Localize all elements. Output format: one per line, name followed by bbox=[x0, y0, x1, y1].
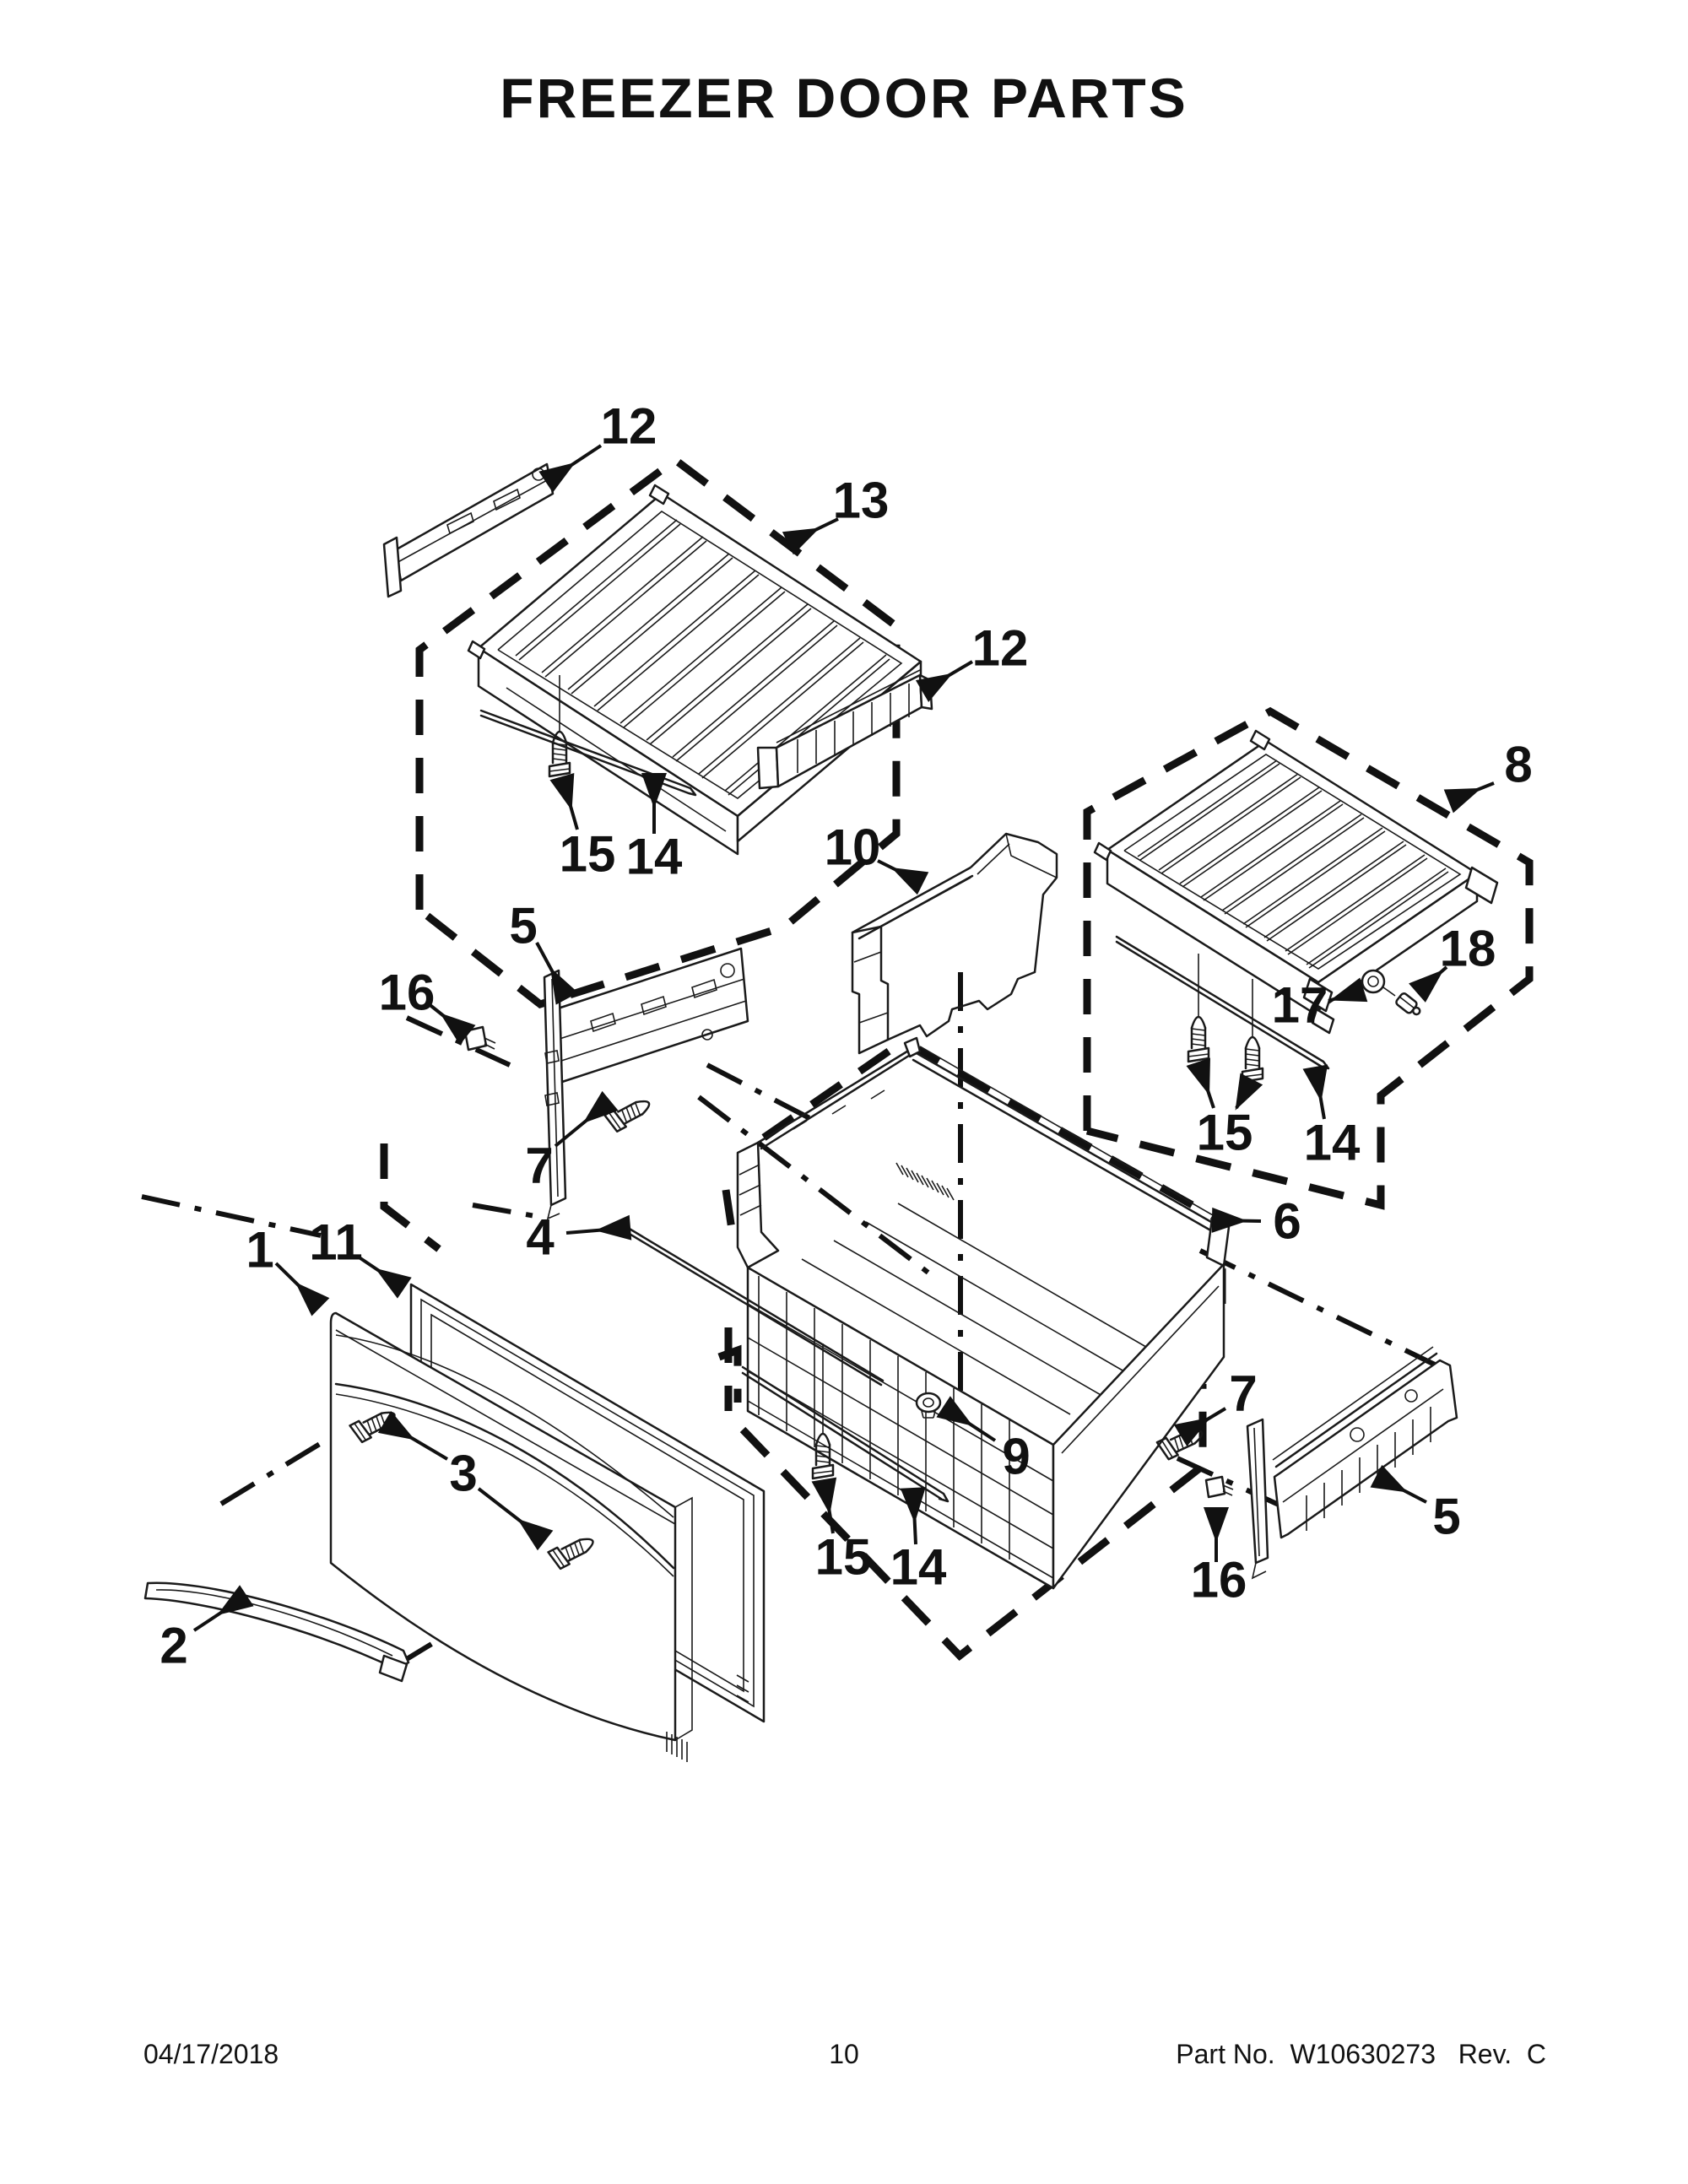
callout-3: 3 bbox=[449, 1446, 477, 1502]
callout-12-right-arrow bbox=[915, 660, 974, 702]
part-6-basket bbox=[736, 1036, 1231, 1590]
callout-14-bottom-arrow bbox=[900, 1487, 926, 1545]
callout-5-right-arrow bbox=[1370, 1464, 1427, 1504]
axis-screw7b bbox=[1176, 1456, 1312, 1522]
footer-date: 04/17/2018 bbox=[143, 2039, 279, 2069]
callout-14-bottom: 14 bbox=[890, 1539, 947, 1596]
callout-12-right: 12 bbox=[972, 620, 1029, 677]
callout-14-right-arrow bbox=[1302, 1064, 1328, 1120]
callout-12-top-arrow bbox=[538, 444, 603, 493]
callout-14-topleft: 14 bbox=[626, 829, 683, 885]
callout-6: 6 bbox=[1273, 1193, 1301, 1250]
callout-7-right: 7 bbox=[1229, 1365, 1257, 1422]
callout-7-left: 7 bbox=[525, 1138, 553, 1194]
axis-clip16a bbox=[405, 1015, 511, 1068]
callout-18-arrow bbox=[1409, 965, 1448, 1003]
callout-11-arrow bbox=[356, 1255, 412, 1299]
callout-15-right-arrow bbox=[1235, 1073, 1263, 1111]
callout-8: 8 bbox=[1504, 737, 1532, 793]
callout-16-left-arrow bbox=[426, 1002, 476, 1046]
callout-5-right: 5 bbox=[1432, 1489, 1460, 1545]
axis-rail5a-basket bbox=[697, 1062, 934, 1279]
callout-5-left-arrow bbox=[535, 942, 579, 1005]
callout-18: 18 bbox=[1440, 921, 1496, 977]
callout-7-right-arrow bbox=[1173, 1407, 1227, 1446]
part-8-shelf bbox=[1093, 729, 1499, 1035]
page-title: FREEZER DOOR PARTS bbox=[500, 67, 1188, 129]
part-15-screws-right bbox=[1187, 954, 1264, 1084]
callout-2: 2 bbox=[160, 1618, 187, 1674]
boundary-top-left-group bbox=[415, 455, 901, 1009]
callout-8-arrow bbox=[1443, 781, 1495, 814]
callout-15-bottom: 15 bbox=[815, 1529, 872, 1586]
boundary-basket bbox=[761, 1036, 1226, 1304]
part-4-rod bbox=[618, 1221, 885, 1387]
callout-16-right: 16 bbox=[1191, 1552, 1247, 1608]
callout-15-topleft-arrow bbox=[549, 773, 579, 830]
part-16-clip-right bbox=[1204, 1475, 1234, 1499]
part-14-trim-bottom bbox=[741, 1365, 950, 1503]
part-12-rail-left bbox=[382, 462, 555, 598]
callout-10: 10 bbox=[825, 819, 881, 876]
callout-1: 1 bbox=[246, 1222, 273, 1279]
callout-15-right-arrow bbox=[1186, 1057, 1215, 1109]
axis-basket-rail5b bbox=[1198, 1248, 1438, 1368]
footer-part-number: Part No. W10630273 Rev. C bbox=[1176, 2039, 1546, 2069]
callout-15-topleft: 15 bbox=[560, 826, 616, 883]
footer-page-number: 10 bbox=[829, 2039, 859, 2069]
callout-17: 17 bbox=[1272, 977, 1328, 1034]
axis-screw3b bbox=[397, 1542, 598, 1667]
axis-door-top bbox=[141, 1194, 541, 1238]
callout-5-left: 5 bbox=[509, 898, 537, 954]
assembly-axis-lines bbox=[141, 972, 1438, 1667]
callout-11: 11 bbox=[309, 1214, 362, 1271]
boundary-right-group bbox=[1083, 706, 1534, 1210]
part-18-plug bbox=[1395, 992, 1421, 1016]
callout-10-arrow bbox=[877, 859, 929, 895]
part-13-shelf bbox=[467, 484, 922, 856]
part-17-washer bbox=[1361, 969, 1396, 997]
callout-12-top: 12 bbox=[601, 398, 657, 455]
callout-15-bottom-arrow bbox=[811, 1477, 837, 1534]
callout-17-arrow bbox=[1328, 977, 1368, 1003]
callout-13: 13 bbox=[833, 473, 890, 529]
callout-2-arrow bbox=[192, 1585, 254, 1632]
callout-4: 4 bbox=[526, 1209, 555, 1266]
callout-9: 9 bbox=[1002, 1429, 1030, 1485]
callout-9-arrow bbox=[936, 1396, 997, 1442]
part-7-screw-left bbox=[603, 1093, 655, 1134]
part-10-ice-bin bbox=[851, 832, 1058, 1055]
callout-14-right: 14 bbox=[1304, 1115, 1361, 1171]
callout-6-arrow bbox=[1211, 1207, 1262, 1233]
callout-3-arrow bbox=[377, 1411, 449, 1461]
part-5-rail-left bbox=[543, 947, 749, 1220]
part-15-screw-bottom bbox=[811, 1343, 835, 1480]
callout-3-arrow bbox=[477, 1487, 554, 1551]
callout-15-right: 15 bbox=[1197, 1105, 1253, 1161]
part-15-screw-top-left bbox=[548, 675, 571, 778]
part-16-clip-left bbox=[463, 1025, 496, 1051]
callout-7-left-arrow bbox=[554, 1090, 619, 1148]
part-1-door-panel bbox=[329, 1311, 693, 1762]
callout-4-arrow bbox=[565, 1214, 632, 1241]
callout-1-arrow bbox=[274, 1262, 330, 1316]
callout-13-arrow bbox=[782, 517, 839, 555]
callout-16-left: 16 bbox=[379, 965, 436, 1021]
part-5-rail-right bbox=[1246, 1346, 1458, 1580]
part-12-rail-right bbox=[756, 669, 933, 790]
